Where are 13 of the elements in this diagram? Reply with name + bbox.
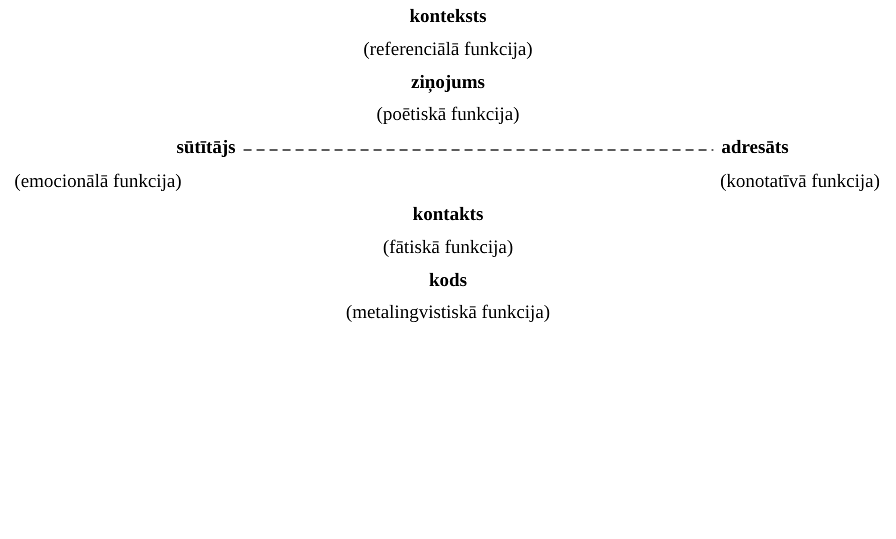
function-label: (fātiskā funkcija) bbox=[382, 237, 514, 258]
participant-label: adresāts bbox=[721, 137, 789, 159]
participant-label: sūtītājs bbox=[176, 137, 236, 159]
function-label: (metalingvistiskā funkcija) bbox=[346, 302, 550, 323]
dashed-line bbox=[244, 149, 714, 151]
term-heading: ziņojums bbox=[411, 72, 485, 93]
term-heading: kods bbox=[428, 270, 468, 291]
function-label: (referenciālā funkcija) bbox=[363, 39, 533, 60]
function-label: (emocionālā funkcija) bbox=[14, 171, 182, 193]
function-label: (poētiskā funkcija) bbox=[376, 104, 520, 125]
term-heading: kontakts bbox=[412, 204, 484, 225]
function-label: (konotatīvā funkcija) bbox=[720, 171, 880, 193]
term-heading: konteksts bbox=[409, 6, 487, 27]
